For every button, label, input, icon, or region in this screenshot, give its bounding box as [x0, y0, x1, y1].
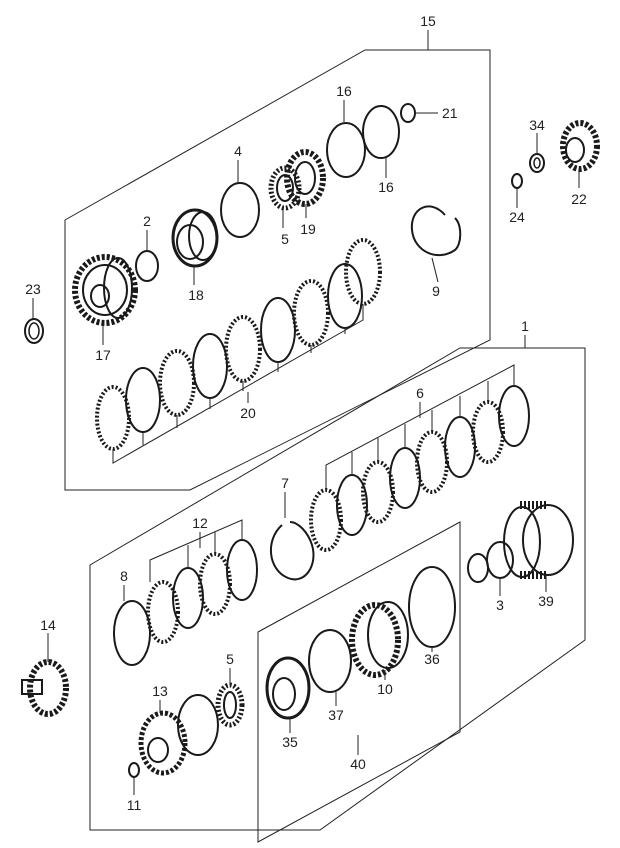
part-11-snap-ring	[128, 762, 140, 778]
callout-13: 13	[152, 683, 168, 699]
callout-12: 12	[192, 515, 208, 531]
part-16-ring-b	[362, 105, 400, 159]
callout-3: 3	[496, 597, 504, 613]
callout-8: 8	[120, 568, 128, 584]
part-9-snap-ring	[410, 205, 462, 257]
callout-10: 10	[377, 681, 393, 697]
callout-35: 35	[282, 734, 298, 750]
part-8-snap-ring	[113, 600, 151, 666]
part-22-gear	[560, 120, 600, 172]
part-3-ring-b	[486, 541, 514, 579]
callout-37: 37	[328, 707, 344, 723]
part-10-drum	[349, 601, 409, 678]
callout-4: 4	[234, 143, 242, 159]
callout-23: 23	[25, 281, 41, 297]
part-20-clutch-pack	[95, 238, 382, 451]
callout-15: 15	[420, 13, 436, 29]
part-5-one-way-clutch-lower	[215, 682, 245, 728]
callout-16-lower: 16	[378, 179, 394, 195]
part-18-piston	[171, 208, 219, 268]
part-19-gear	[284, 149, 326, 207]
callout-16-upper: 16	[336, 83, 352, 99]
callout-1: 1	[521, 318, 529, 334]
callout-9: 9	[432, 283, 440, 299]
callout-20: 20	[240, 405, 256, 421]
callout-5-upper: 5	[281, 231, 289, 247]
part-39-clutch-drum	[503, 501, 574, 579]
callout-22: 22	[571, 191, 587, 207]
part-12-clutch-pack	[146, 539, 258, 644]
part-23-washer	[24, 318, 44, 344]
callout-17: 17	[95, 347, 111, 363]
part-13-hub	[138, 710, 188, 776]
part-4-ring	[220, 182, 260, 238]
callout-18: 18	[188, 287, 204, 303]
callout-19: 19	[300, 221, 316, 237]
callout-2: 2	[143, 213, 151, 229]
callout-24: 24	[509, 209, 525, 225]
callout-21: 21	[442, 105, 458, 121]
callout-40: 40	[350, 756, 366, 772]
part-16-ring-a	[326, 122, 366, 178]
part-3-ring-a	[467, 553, 489, 583]
part-36-ring	[408, 566, 456, 648]
ring-near-part-13	[177, 694, 219, 756]
callout-7: 7	[281, 475, 289, 491]
part-21-snap-ring	[400, 103, 416, 123]
callout-11: 11	[127, 797, 142, 813]
assembly-box-15	[64, 49, 491, 491]
part-7-snap-ring	[269, 521, 315, 581]
callout-34: 34	[529, 117, 545, 133]
part-14-shaft-gear	[21, 659, 69, 717]
part-34-washer	[529, 153, 545, 173]
callout-14: 14	[40, 617, 56, 633]
callout-5-lower: 5	[226, 651, 234, 667]
part-37-ring	[308, 629, 352, 693]
callout-36: 36	[424, 651, 440, 667]
leader-lines	[32, 30, 580, 795]
part-24-snap-ring	[511, 173, 523, 189]
part-17-gear-hub	[72, 254, 138, 326]
assembly-box-40	[257, 521, 461, 843]
callout-6: 6	[416, 385, 424, 401]
callout-labels: 15 1 2 4 16 21 16 5 19 18 17 9 20 23 34 …	[25, 13, 587, 813]
part-2-ring	[135, 250, 159, 282]
assembly-box-1	[89, 347, 586, 831]
callout-39: 39	[538, 593, 554, 609]
part-35-piston	[265, 656, 311, 720]
